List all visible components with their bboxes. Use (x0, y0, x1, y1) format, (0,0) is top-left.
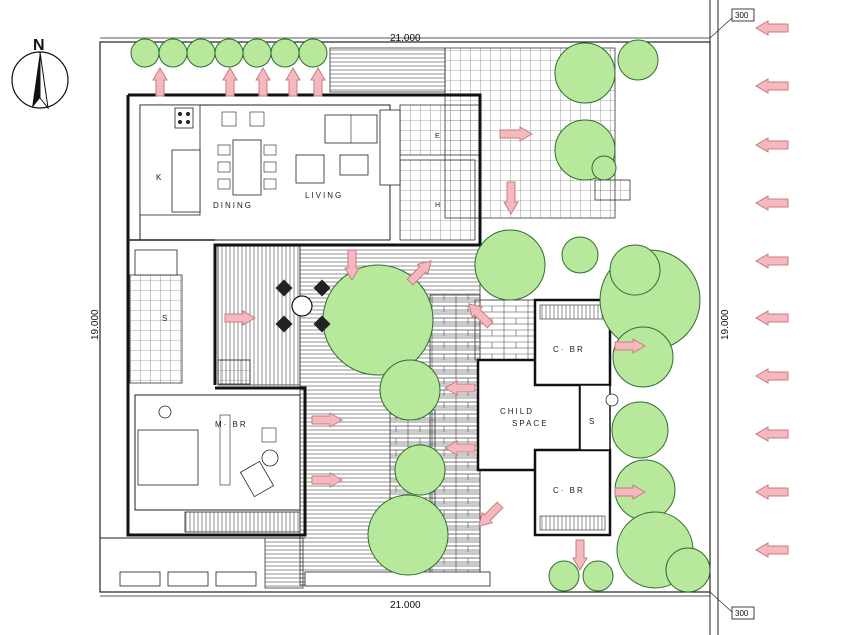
label-store-h: H (435, 202, 442, 209)
dim-left: 19.000 (90, 309, 101, 340)
flow-arrow-2 (755, 137, 789, 153)
north-arrow: N (11, 37, 69, 110)
flow-arrow-21 (614, 338, 646, 354)
label-dining: DINING (213, 201, 253, 210)
deck-bottom-left (264, 537, 304, 589)
label-kitchen: K (156, 173, 163, 182)
flow-arrow-18 (406, 260, 432, 286)
flow-arrows (152, 20, 789, 571)
flow-arrow-15 (499, 126, 533, 142)
label-bath-right: S (589, 417, 596, 426)
main-house (126, 93, 482, 537)
flow-arrow-16 (503, 181, 519, 215)
room-labels: K DINING LIVING M· BR CHILD SPACE C· BR … (156, 133, 596, 495)
flow-arrow-23 (444, 440, 476, 456)
label-living: LIVING (305, 191, 343, 200)
dimension-lines: 21.000 21.000 19.000 19.000 300 300 (90, 8, 755, 620)
deck-top-strip (329, 47, 446, 93)
flow-arrow-12 (255, 67, 271, 97)
label-child-space-1: CHILD (500, 407, 534, 416)
patio-set (275, 279, 331, 333)
tile-store-h (399, 159, 476, 241)
flow-arrow-26 (478, 501, 504, 527)
flow-arrow-11 (222, 67, 238, 97)
flow-arrow-5 (755, 310, 789, 326)
label-child-bedroom-top: C· BR (553, 345, 585, 354)
flow-arrow-3 (755, 195, 789, 211)
parking-slots (100, 537, 305, 587)
flow-arrow-4 (755, 253, 789, 269)
dim-right: 19.000 (720, 309, 731, 340)
tile-yard-strip (594, 179, 631, 201)
label-master-bedroom: M· BR (215, 420, 248, 429)
child-wing (476, 298, 641, 537)
flow-arrow-17 (344, 249, 360, 281)
flow-arrow-20 (468, 303, 494, 329)
trees (130, 38, 711, 593)
brick-path-mid (474, 299, 536, 361)
flow-arrow-10 (152, 67, 168, 97)
tile-bath-left (129, 274, 183, 384)
flow-arrow-0 (755, 20, 789, 36)
flow-arrow-27 (614, 484, 646, 500)
flow-arrow-24 (311, 412, 343, 428)
flow-arrow-13 (285, 67, 301, 97)
label-child-bedroom-bottom: C· BR (553, 486, 585, 495)
tile-store-e (399, 104, 481, 156)
dim-setback-top: 300 (735, 11, 749, 20)
label-child-space-2: SPACE (512, 419, 549, 428)
flow-arrow-22 (444, 380, 476, 396)
flow-arrow-25 (311, 472, 343, 488)
flow-arrow-6 (755, 368, 789, 384)
flow-arrow-8 (755, 484, 789, 500)
flow-arrow-9 (755, 542, 789, 558)
flow-arrow-14 (310, 67, 326, 97)
flow-arrow-1 (755, 78, 789, 94)
north-label: N (33, 37, 45, 54)
flow-arrow-28 (572, 539, 588, 571)
dim-top: 21.000 (390, 33, 421, 44)
dim-setback-bottom: 300 (735, 609, 749, 618)
dim-bottom: 21.000 (390, 600, 421, 611)
flow-arrow-7 (755, 426, 789, 442)
label-store-e: E (435, 133, 442, 140)
label-bath-left: S (162, 314, 169, 323)
flow-arrow-19 (224, 310, 256, 326)
